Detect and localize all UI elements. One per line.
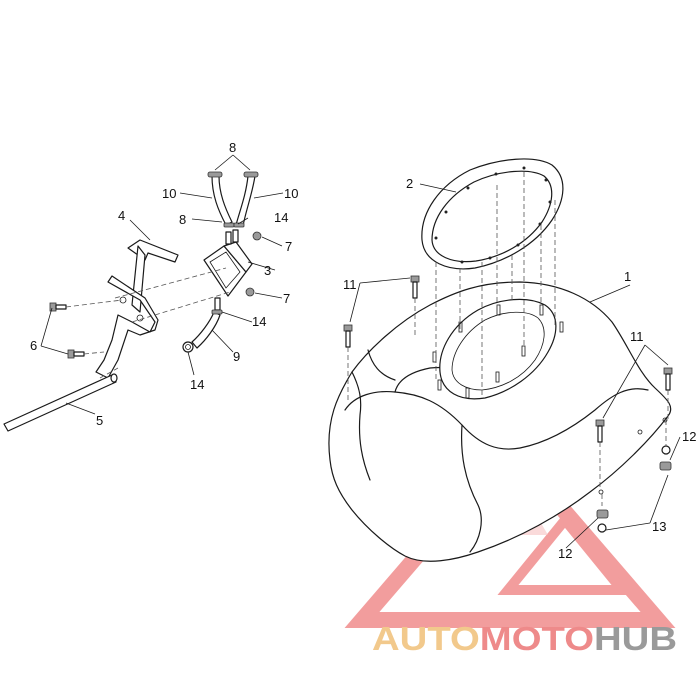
callout-2: 2: [406, 176, 413, 191]
leader-lines: [40, 154, 681, 549]
gasket-alignment-lines: [435, 172, 556, 395]
callout-1: 1: [624, 269, 631, 284]
callout-14a: 14: [274, 210, 288, 225]
bolts-11: [343, 275, 673, 490]
callout-10a: 10: [162, 186, 176, 201]
callout-8b: 8: [179, 212, 186, 227]
watermark-auto: AUTO: [372, 620, 480, 657]
callout-5: 5: [96, 413, 103, 428]
rod: [3, 367, 119, 432]
fuel-filter: [203, 229, 262, 311]
watermark-hub: HUB: [594, 620, 677, 657]
callout-12a: 12: [682, 429, 696, 444]
washers-nuts: [596, 420, 672, 533]
watermark-moto: MOTO: [480, 620, 594, 657]
callout-labels: 1 2 3 4 5 6 7 7 8 8 9 10 10 11 11 12 12 …: [30, 140, 696, 561]
callout-9: 9: [233, 349, 240, 364]
callout-14b: 14: [252, 314, 266, 329]
gasket: [421, 158, 564, 270]
fuel-tank: [328, 281, 672, 562]
callout-6: 6: [30, 338, 37, 353]
callout-10b: 10: [284, 186, 298, 201]
callout-13: 13: [652, 519, 666, 534]
callout-8a: 8: [229, 140, 236, 155]
callout-3: 3: [264, 263, 271, 278]
tank-studs: [432, 304, 564, 399]
callout-7a: 7: [285, 239, 292, 254]
callout-7b: 7: [283, 291, 290, 306]
callout-11a: 11: [343, 277, 357, 292]
callout-11b: 11: [630, 329, 644, 344]
bolts-6: [49, 299, 123, 359]
callout-12b: 12: [558, 546, 572, 561]
callout-4: 4: [118, 208, 125, 223]
bracket: [95, 239, 179, 379]
callout-14c: 14: [190, 377, 204, 392]
fuel-hoses: [182, 171, 259, 353]
mount-alignment-lines: [114, 267, 231, 323]
